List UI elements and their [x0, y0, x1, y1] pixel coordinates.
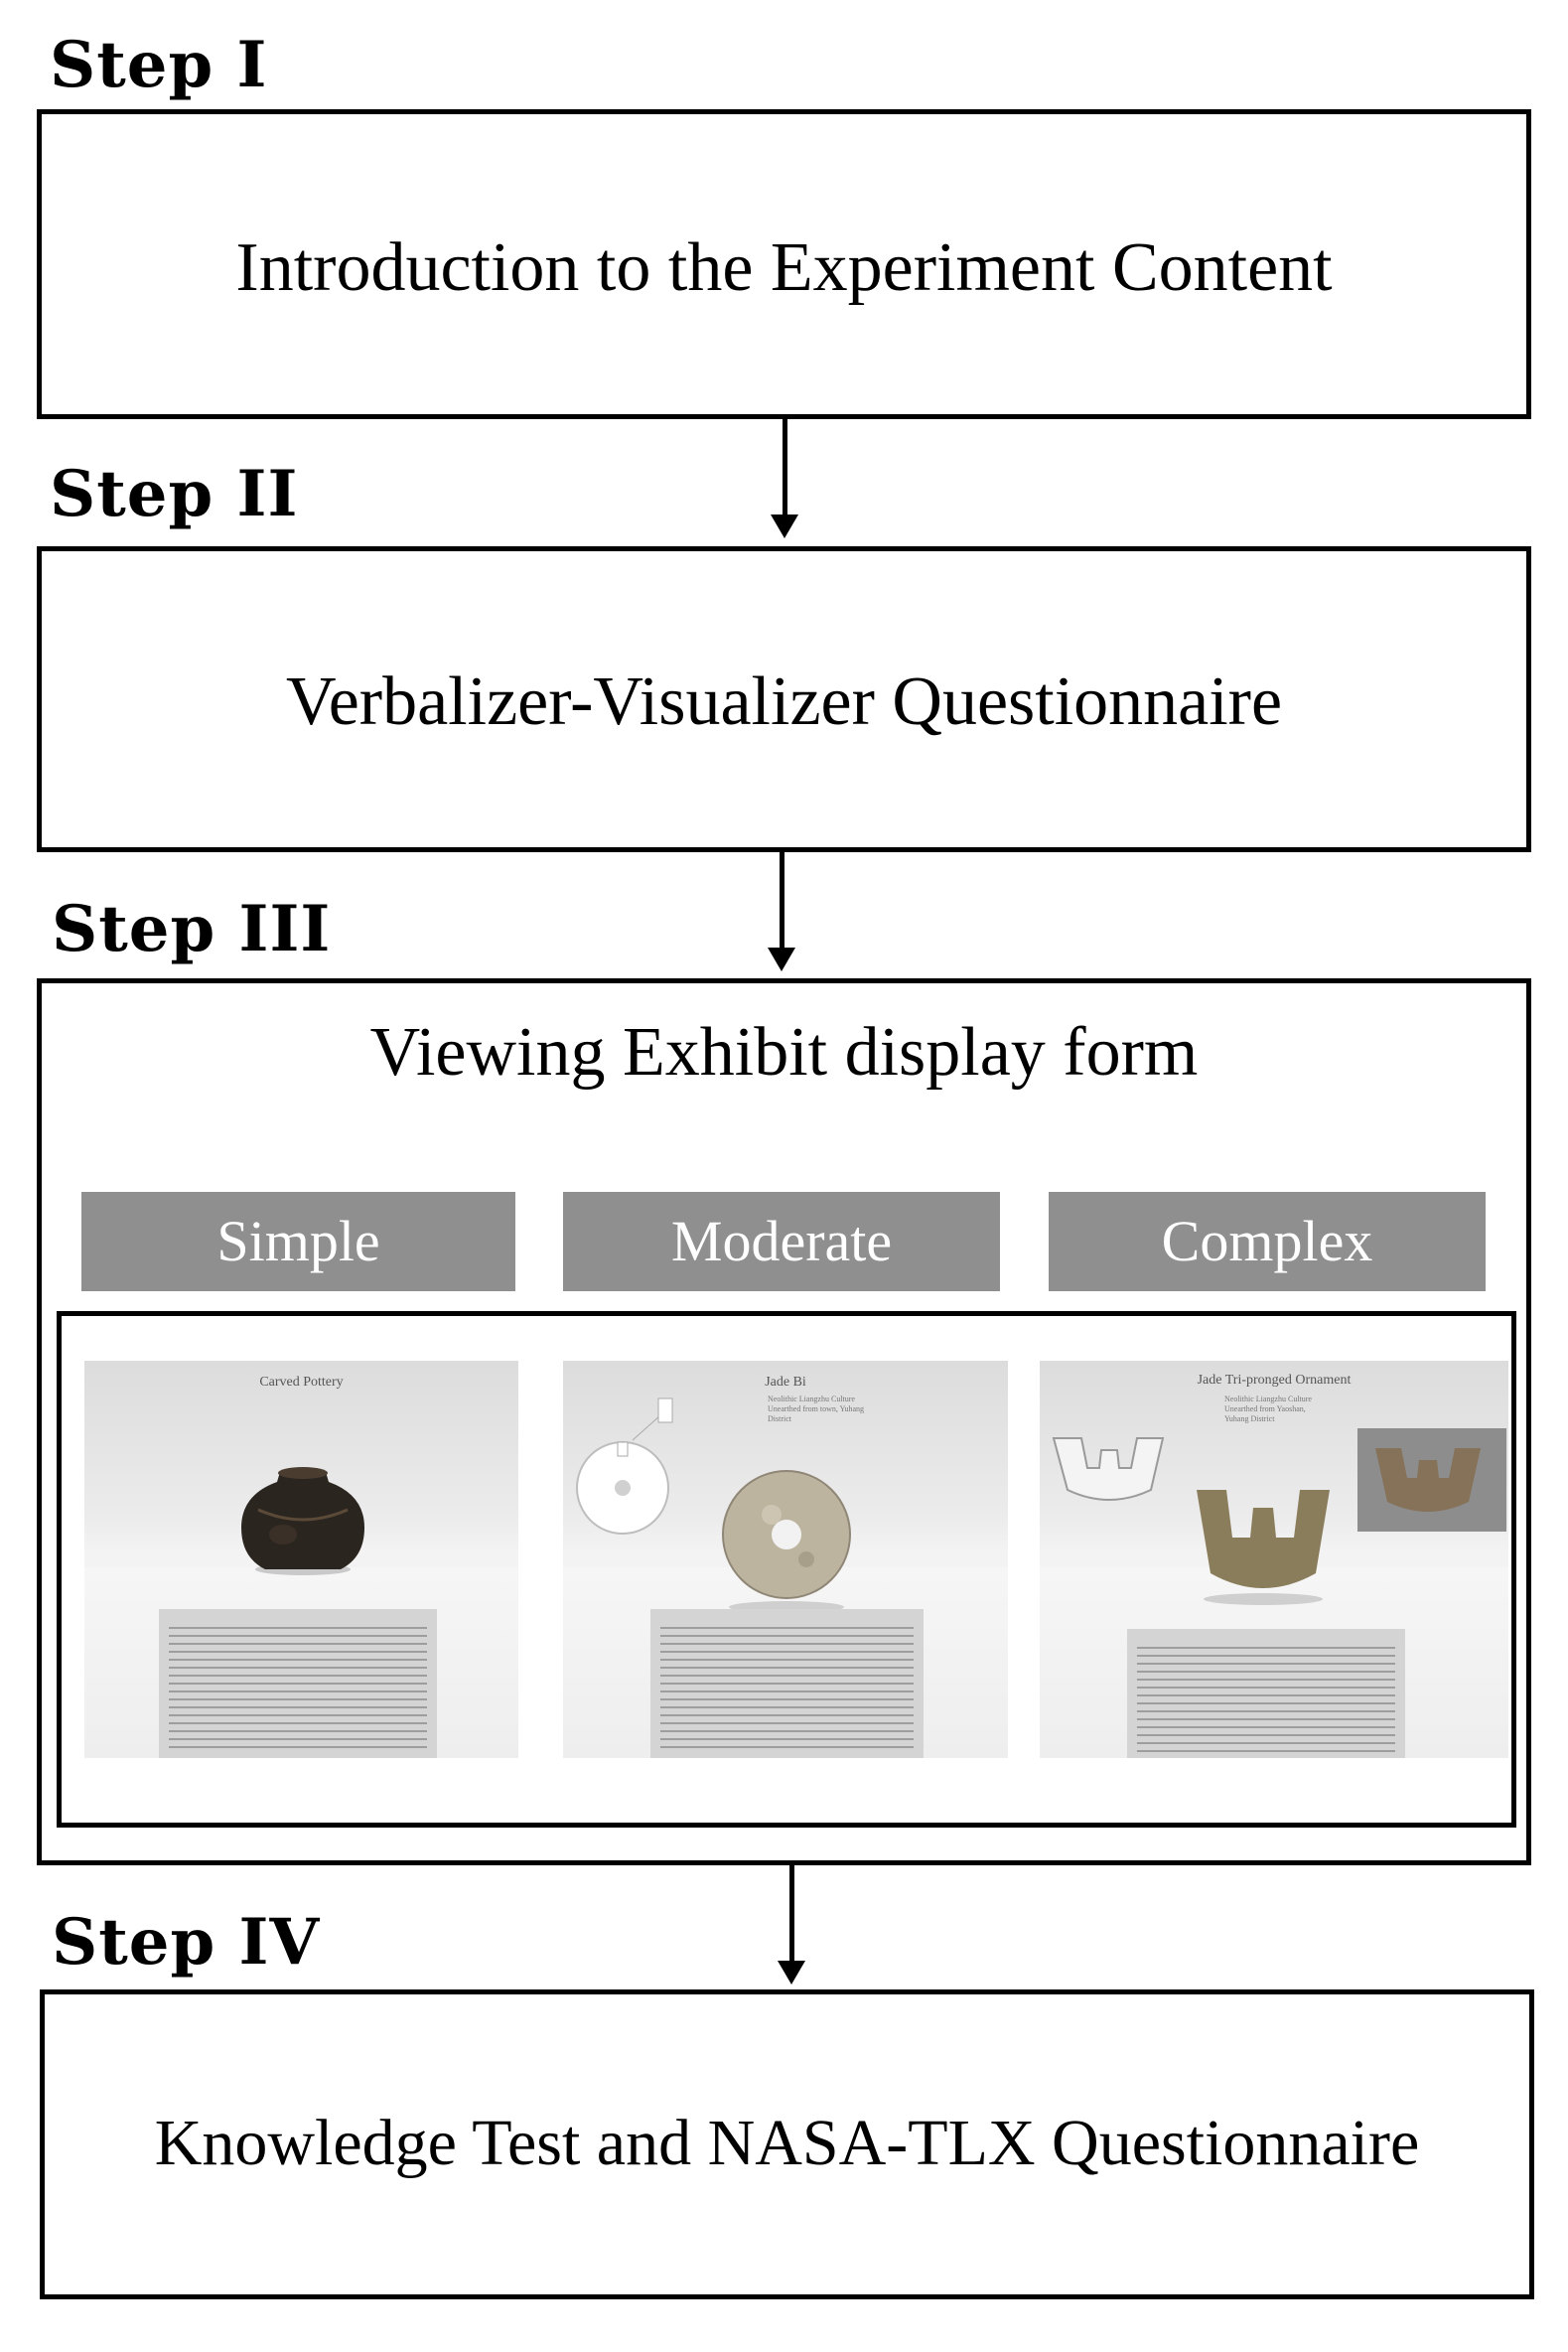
arrow-1-2: [771, 419, 798, 538]
tri-pronged-subtitle-3: Yuhang District: [1224, 1414, 1275, 1423]
step-1-box: Introduction to the Experiment Content: [37, 109, 1531, 419]
exhibit-screen-moderate: Jade Bi Neolithic Liangzhu Culture Unear…: [563, 1361, 1008, 1758]
level-simple: Simple: [81, 1192, 515, 1291]
step-4-label: Step IV: [52, 1905, 321, 1980]
step-3-title: Viewing Exhibit display form: [369, 1014, 1199, 1091]
tri-pronged-subtitle-1: Neolithic Liangzhu Culture: [1224, 1395, 1312, 1403]
jade-bi-subtitle-2: Unearthed from town, Yuhang: [768, 1404, 865, 1413]
step-1-label: Step I: [50, 28, 268, 102]
exhibit-screen-simple: Carved Pottery: [84, 1361, 518, 1758]
arrow-3-4: [778, 1865, 805, 1984]
tri-pronged-image: [1052, 1428, 1506, 1605]
pottery-image: [241, 1467, 364, 1575]
step-3-label: Step III: [52, 892, 332, 966]
exhibit-title-jade-bi: Jade Bi: [765, 1375, 806, 1390]
jade-bi-pedestal: [650, 1609, 924, 1758]
pottery-pedestal: [159, 1609, 437, 1758]
tri-pronged-subtitle-2: Unearthed from Yaoshan,: [1224, 1404, 1306, 1413]
exhibit-title-tri-pronged: Jade Tri-pronged Ornament: [1197, 1373, 1352, 1388]
jade-bi-image: [576, 1397, 851, 1613]
step-2-label: Step II: [50, 457, 299, 531]
level-moderate: Moderate: [563, 1192, 1000, 1291]
jade-bi-subtitle-3: District: [768, 1414, 791, 1423]
jade-bi-subtitle-1: Neolithic Liangzhu Culture: [768, 1395, 855, 1403]
arrow-2-3: [768, 852, 795, 971]
level-complex: Complex: [1049, 1192, 1486, 1291]
exhibit-screens-frame: [57, 1311, 1516, 1828]
exhibit-screen-complex: Jade Tri-pronged Ornament Neolithic Lian…: [1040, 1361, 1508, 1758]
step-2-text: Verbalizer-Visualizer Questionnaire: [285, 663, 1283, 740]
step-2-box: Verbalizer-Visualizer Questionnaire: [37, 546, 1531, 852]
exhibit-title-pottery: Carved Pottery: [259, 1375, 344, 1390]
step-4-text: Knowledge Test and NASA-TLX Questionnair…: [154, 2107, 1420, 2179]
tri-pronged-pedestal: [1127, 1629, 1405, 1758]
step-1-text: Introduction to the Experiment Content: [235, 229, 1333, 306]
step-4-box: Knowledge Test and NASA-TLX Questionnair…: [40, 1989, 1534, 2299]
